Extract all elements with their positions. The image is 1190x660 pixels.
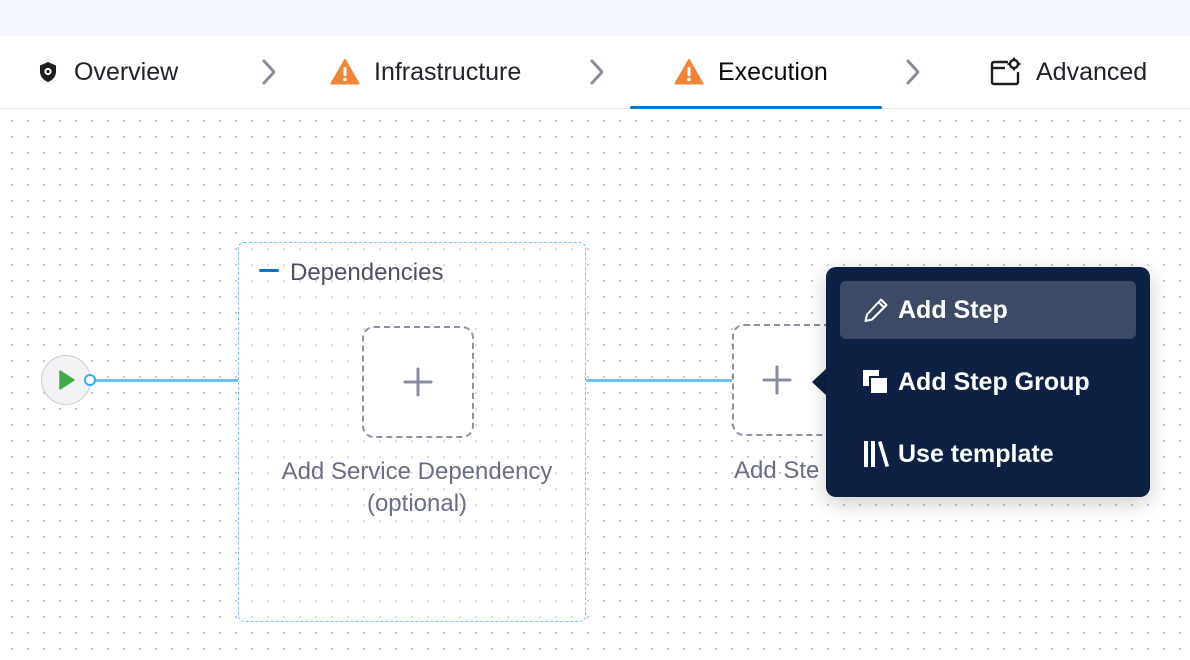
plus-icon [403, 367, 433, 397]
edge-dependencies-to-step [586, 379, 732, 382]
add-service-dependency-label: Add Service Dependency (optional) [248, 456, 586, 520]
template-library-icon [860, 438, 892, 470]
menu-item-label: Add Step Group [898, 367, 1090, 396]
tab-execution[interactable]: Execution [674, 36, 828, 108]
label-line: (optional) [366, 490, 468, 517]
chevron-right-icon [258, 36, 280, 108]
tab-overview[interactable]: Overview [36, 36, 178, 108]
plus-icon [762, 365, 792, 395]
warning-icon [330, 58, 360, 86]
pipeline-stage-tabs: Overview Infrastructure Execution [0, 36, 1190, 109]
active-tab-indicator [630, 106, 882, 109]
top-strip [0, 0, 1190, 36]
menu-item-use-template[interactable]: Use template [840, 425, 1136, 483]
chevron-right-icon [902, 36, 924, 108]
tab-label: Execution [718, 57, 828, 86]
play-icon [58, 370, 76, 390]
tab-infrastructure[interactable]: Infrastructure [330, 36, 521, 108]
tab-label: Advanced [1036, 57, 1148, 86]
add-service-dependency-button[interactable] [362, 326, 474, 438]
chevron-right-icon [586, 36, 608, 108]
tab-advanced[interactable]: Advanced [990, 36, 1147, 108]
pencil-icon [860, 294, 892, 326]
step-group-icon [860, 366, 892, 398]
tab-label: Overview [74, 57, 179, 86]
menu-item-add-step-group[interactable]: Add Step Group [840, 353, 1136, 411]
label-line: Add Service Dependency [281, 458, 553, 485]
warning-icon [674, 58, 704, 86]
menu-item-label: Add Step [898, 295, 1008, 324]
add-step-menu: Add Step Add Step Group Use template [826, 267, 1150, 497]
collapse-icon[interactable] [259, 269, 279, 272]
add-step-node-label: Add Ste [734, 457, 820, 484]
edge-start-to-dependencies [94, 379, 238, 382]
start-node-port[interactable] [84, 374, 96, 386]
shield-icon [36, 60, 60, 84]
popover-arrow [812, 368, 827, 396]
dependencies-title: Dependencies [290, 259, 444, 286]
tab-label: Infrastructure [374, 57, 522, 86]
settings-window-icon [990, 57, 1022, 87]
menu-item-add-step[interactable]: Add Step [840, 281, 1136, 339]
menu-item-label: Use template [898, 439, 1054, 468]
